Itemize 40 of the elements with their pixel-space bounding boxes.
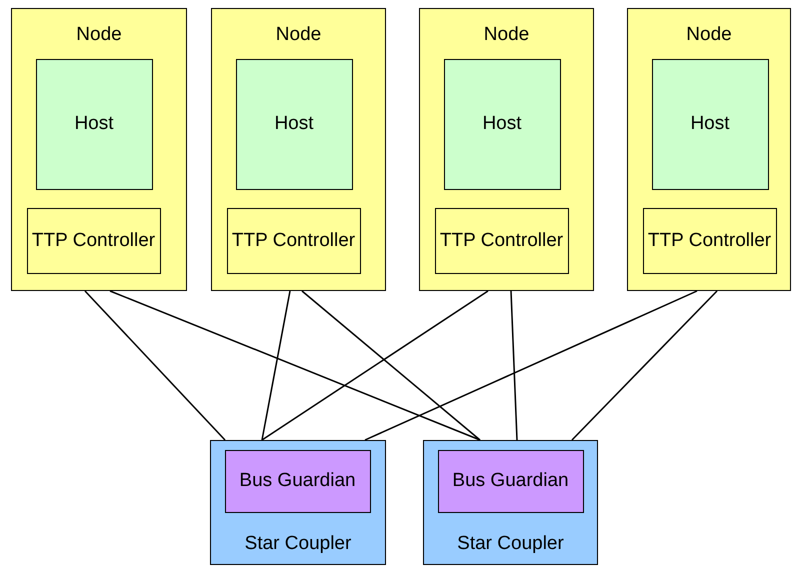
- box-label: Host: [481, 112, 523, 136]
- host-box: [652, 58, 768, 190]
- star-coupler-box: [423, 440, 598, 565]
- controller-box: [26, 208, 160, 274]
- host-box: [36, 58, 152, 190]
- host-box: [236, 58, 352, 190]
- connector-line: [110, 290, 480, 441]
- connector-line: [84, 290, 226, 441]
- bus-guardian-box: [438, 450, 584, 512]
- connector-line: [302, 290, 480, 441]
- controller-box: [642, 208, 776, 274]
- node-container: [627, 8, 791, 291]
- connector-line: [510, 290, 518, 440]
- bus-guardian-box: [224, 450, 370, 512]
- connector-line: [261, 290, 291, 440]
- box-label: Bus Guardian: [238, 469, 357, 493]
- box-label: Bus Guardian: [451, 469, 570, 493]
- node-container: [11, 8, 187, 291]
- box-label: TTP Controller: [30, 228, 156, 252]
- box-label: Host: [689, 112, 731, 136]
- host-box: [444, 58, 560, 190]
- box-label: Star Coupler: [456, 532, 565, 556]
- connector-line: [571, 290, 718, 441]
- box-label: Host: [73, 112, 115, 136]
- box-label: Node: [75, 23, 123, 47]
- box-label: Node: [482, 23, 530, 47]
- controller-box: [434, 208, 568, 274]
- box-label: TTP Controller: [646, 228, 772, 252]
- node-container: [419, 8, 594, 291]
- box-label: TTP Controller: [438, 228, 564, 252]
- box-label: TTP Controller: [230, 228, 356, 252]
- star-coupler-box: [210, 440, 386, 565]
- box-label: Node: [685, 23, 733, 47]
- box-label: Star Coupler: [244, 532, 352, 556]
- connector-line: [262, 290, 488, 441]
- node-container: [211, 8, 386, 291]
- connector-line: [364, 290, 698, 441]
- box-label: Host: [273, 112, 315, 136]
- controller-box: [226, 208, 360, 274]
- box-label: Node: [274, 23, 322, 47]
